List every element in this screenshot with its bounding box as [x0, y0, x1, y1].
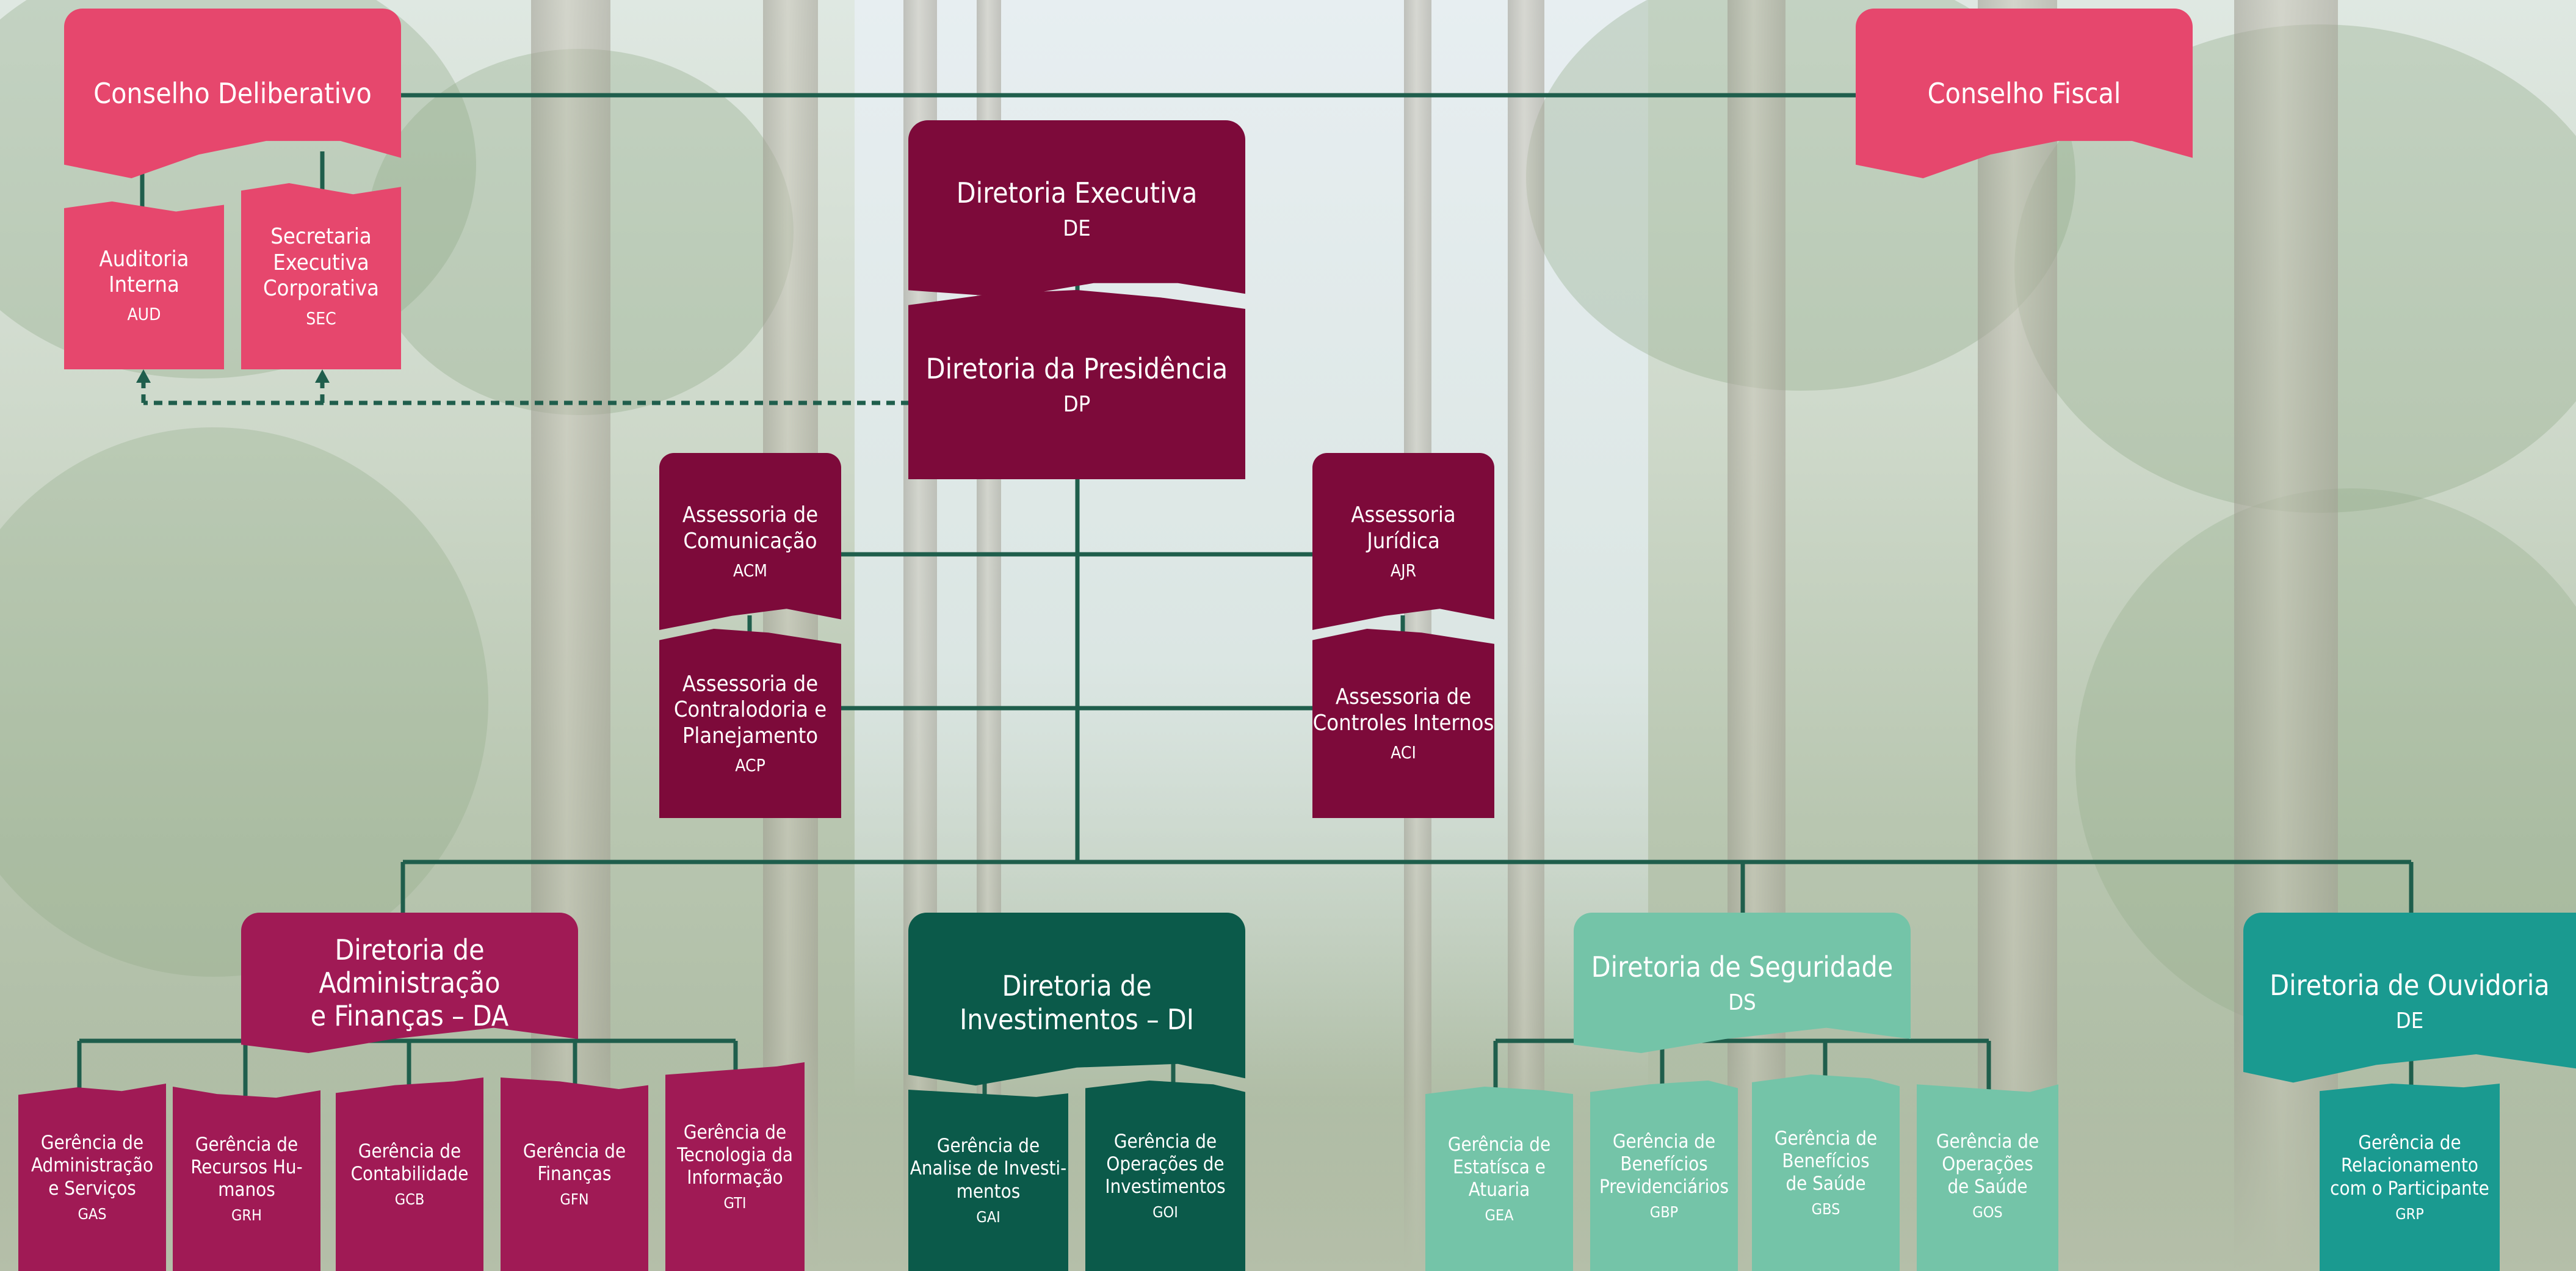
node-title: Conselho Deliberativo	[93, 76, 372, 110]
node-diretoria-administracao: Diretoria de Administração e Finanças – …	[241, 913, 578, 1053]
node-assessoria-juridica: Assessoria Jurídica AJR	[1312, 453, 1494, 630]
node-title: Assessoria de Contralodoria e Planejamen…	[673, 671, 827, 748]
node-code: GOS	[1972, 1203, 2003, 1222]
node-title: Diretoria Executiva	[956, 176, 1198, 210]
node-code: DE	[1063, 215, 1091, 241]
node-code: GAI	[976, 1208, 1000, 1226]
node-assessoria-controladoria: Assessoria de Contralodoria e Planejamen…	[659, 629, 841, 818]
node-assessoria-controles: Assessoria de Controles Internos ACI	[1312, 629, 1494, 818]
node-code: GTI	[723, 1194, 747, 1212]
node-title: Gerência de Finanças	[523, 1140, 626, 1185]
node-diretoria-investimentos: Diretoria de Investimentos – DI	[908, 913, 1245, 1086]
node-code: DE	[2395, 1008, 2424, 1034]
node-code: GEA	[1485, 1206, 1514, 1225]
node-title: Gerência de Operações de Investimentos	[1105, 1130, 1226, 1198]
node-auditoria-interna: Auditoria Interna AUD	[64, 201, 224, 369]
node-title: Diretoria da Presidência	[925, 352, 1228, 386]
node-goi: Gerência de Operações de Investimentos G…	[1085, 1081, 1245, 1271]
node-title: Secretaria Executiva Corporativa	[263, 224, 379, 302]
node-assessoria-comunicacao: Assessoria de Comunicação ACM	[659, 453, 841, 630]
node-title: Gerência de Benefícios Previdenciários	[1599, 1130, 1729, 1198]
node-code: GAS	[78, 1204, 107, 1223]
node-code: GCB	[394, 1190, 425, 1209]
node-gcb: Gerência de Contabilidade GCB	[336, 1077, 483, 1271]
node-gfn: Gerência de Finanças GFN	[501, 1077, 648, 1271]
node-title: Gerência de Relacionamento com o Partici…	[2330, 1132, 2489, 1200]
node-title: Conselho Fiscal	[1927, 76, 2121, 110]
node-code: ACM	[733, 560, 768, 581]
arrow-up-icon	[315, 369, 330, 383]
node-code: ACI	[1391, 742, 1416, 762]
node-code: GRP	[2395, 1204, 2424, 1223]
node-title: Assessoria de Controles Internos	[1312, 684, 1494, 736]
node-code: DS	[1728, 990, 1756, 1015]
node-code: AJR	[1390, 560, 1417, 581]
node-title: Auditoria Interna	[99, 246, 189, 297]
node-code: AUD	[127, 304, 161, 325]
node-code: ACP	[735, 755, 765, 776]
node-code: GOI	[1152, 1203, 1178, 1222]
node-gbs: Gerência de Benefícios de Saúde GBS	[1752, 1074, 1900, 1271]
node-title: Assessoria de Comunicação	[682, 502, 819, 554]
node-title: Gerência de Contabilidade	[350, 1140, 469, 1185]
node-title: Gerência de Operações de Saúde	[1936, 1130, 2039, 1198]
node-code: GBP	[1649, 1203, 1679, 1222]
node-title: Gerência de Recursos Hu- manos	[190, 1133, 303, 1201]
node-diretoria-executiva: Diretoria Executiva DE	[908, 120, 1245, 297]
node-title: Diretoria de Administração e Finanças – …	[310, 933, 509, 1033]
node-code: GFN	[560, 1190, 589, 1209]
node-title: Gerência de Estatísca e Atuaria	[1447, 1133, 1551, 1201]
node-grh: Gerência de Recursos Hu- manos GRH	[173, 1087, 320, 1271]
arrow-up-icon	[136, 369, 151, 383]
node-code: SEC	[306, 308, 336, 328]
node-title: Diretoria de Investimentos – DI	[960, 969, 1194, 1036]
node-code: DP	[1063, 391, 1091, 417]
node-title: Diretoria de Ouvidoria	[2270, 969, 2550, 1002]
node-diretoria-ouvidoria: Diretoria de Ouvidoria DE	[2243, 913, 2576, 1083]
node-gai: Gerência de Analise de Investi- mentos G…	[908, 1090, 1068, 1271]
node-diretoria-presidencia: Diretoria da Presidência DP	[908, 290, 1245, 479]
node-title: Gerência de Benefícios de Saúde	[1774, 1127, 1878, 1195]
node-code: GBS	[1811, 1200, 1840, 1218]
node-gas: Gerência de Administração e Serviços GAS	[18, 1084, 166, 1271]
node-secretaria-executiva: Secretaria Executiva Corporativa SEC	[241, 183, 401, 369]
node-code: GRH	[231, 1206, 262, 1225]
node-title: Assessoria Jurídica	[1351, 502, 1456, 554]
node-gea: Gerência de Estatísca e Atuaria GEA	[1425, 1087, 1573, 1271]
node-diretoria-seguridade: Diretoria de Seguridade DS	[1574, 913, 1911, 1053]
node-title: Gerência de Tecnologia da Informação	[676, 1121, 793, 1189]
node-gbp: Gerência de Benefícios Previdenciários G…	[1590, 1081, 1738, 1271]
node-title: Diretoria de Seguridade	[1591, 951, 1894, 984]
node-title: Gerência de Administração e Serviços	[31, 1132, 154, 1200]
node-grp: Gerência de Relacionamento com o Partici…	[2320, 1084, 2500, 1271]
node-title: Gerência de Analise de Investi- mentos	[910, 1135, 1067, 1203]
node-gos: Gerência de Operações de Saúde GOS	[1917, 1084, 2058, 1271]
palm-canopy	[0, 427, 488, 977]
node-gti: Gerência de Tecnologia da Informação GTI	[665, 1062, 805, 1271]
